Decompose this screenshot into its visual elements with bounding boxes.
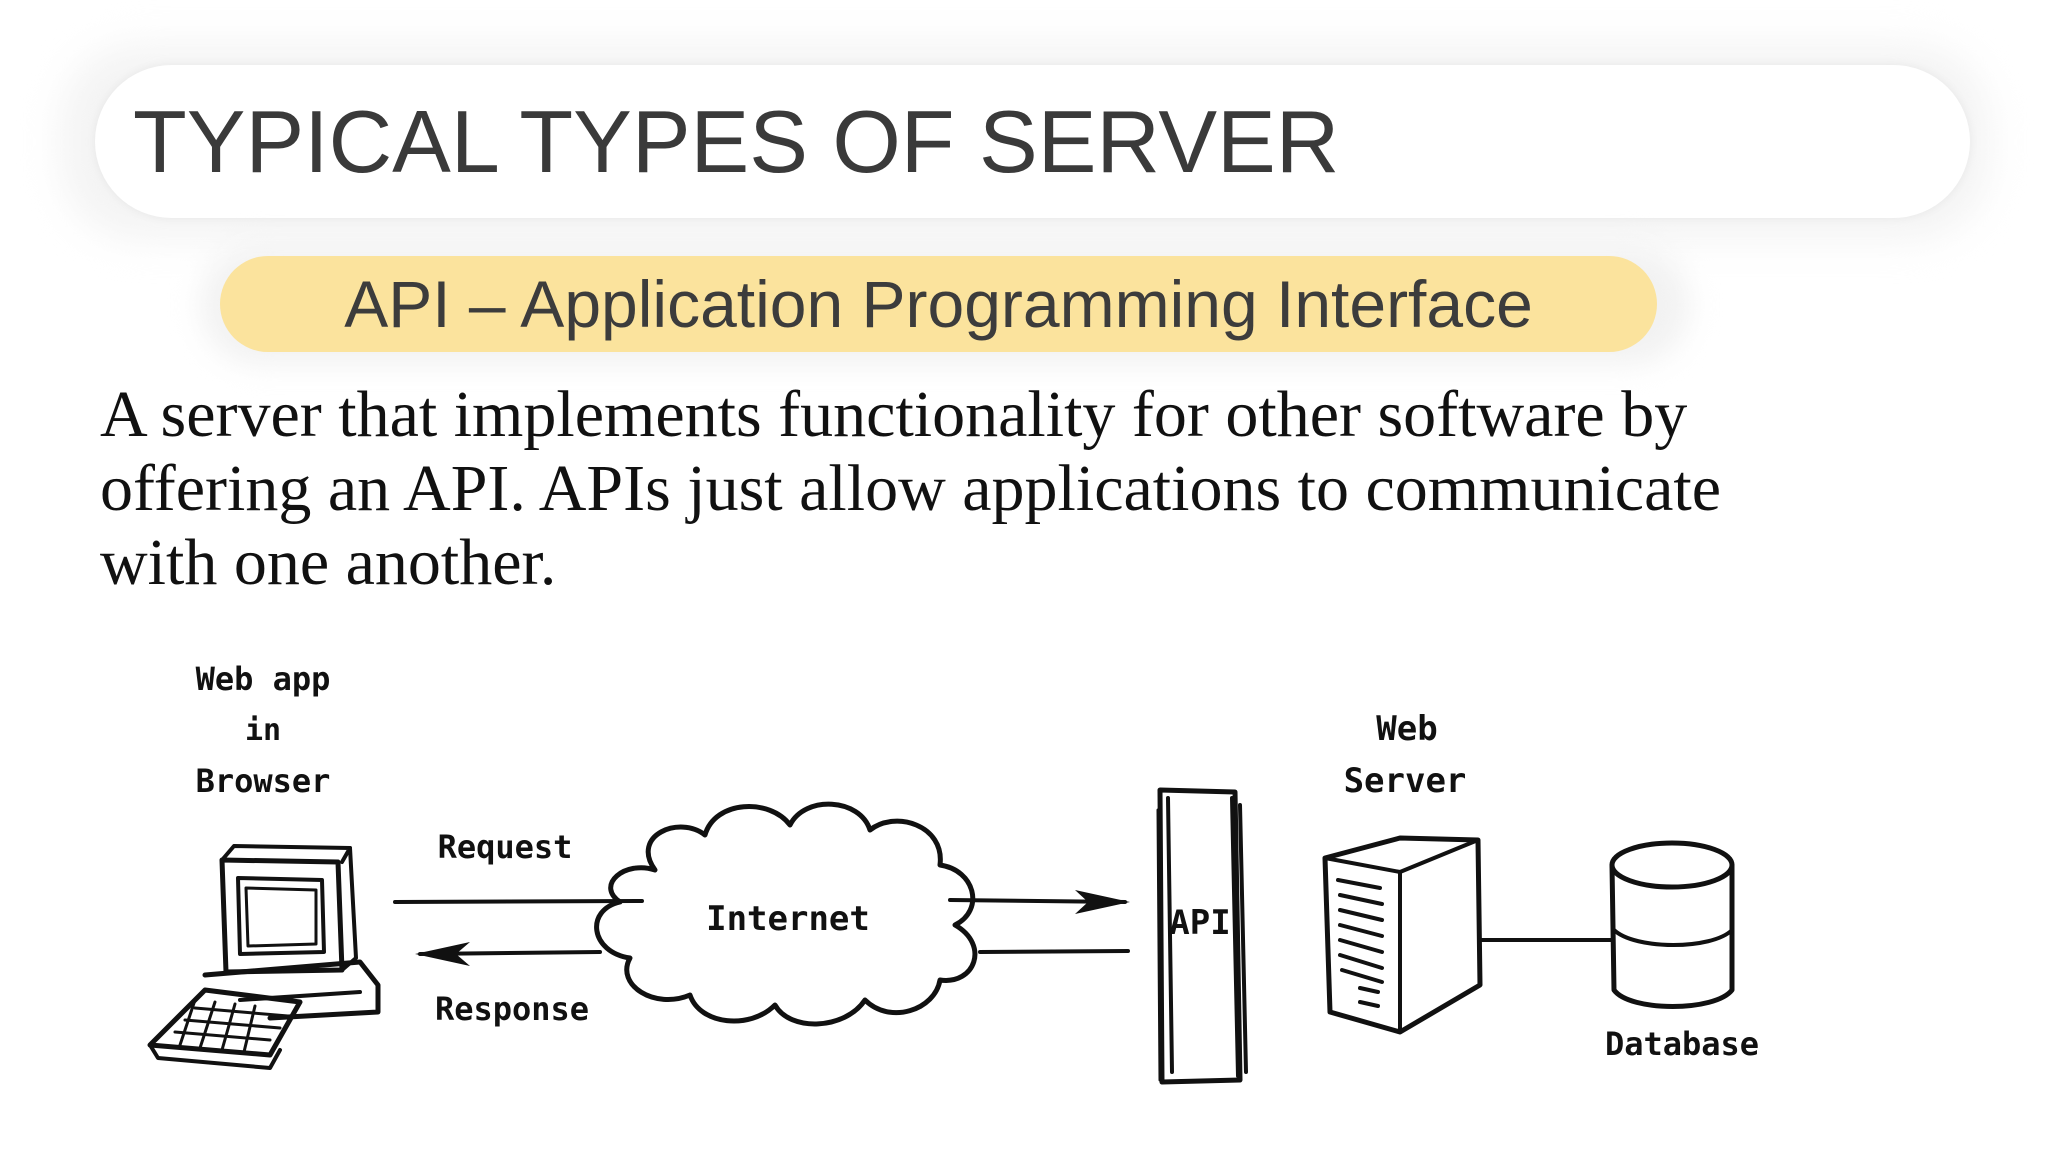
api-label: API — [1169, 903, 1230, 943]
response-label: Response — [435, 990, 589, 1028]
request-arrowhead — [1075, 890, 1130, 914]
title-banner — [95, 65, 1970, 218]
slide-title: TYPICAL TYPES OF SERVER — [133, 92, 1340, 191]
body-line: with one another. — [100, 526, 557, 599]
client-label-line: Web app — [196, 660, 331, 698]
client-label-line: Browser — [196, 762, 331, 800]
server-label-line: Server — [1344, 761, 1467, 801]
server-tower-icon — [1322, 835, 1483, 1035]
response-line-right — [978, 949, 1130, 954]
server-label-line: Web — [1376, 709, 1437, 749]
slide-subtitle: API – Application Programming Interface — [344, 267, 1533, 341]
cloud-icon — [594, 801, 978, 1027]
body-line: offering an API. APIs just allow applica… — [100, 452, 1722, 525]
api-pillar-icon — [1156, 787, 1248, 1085]
request-line-left — [393, 899, 644, 904]
subtitle-banner — [220, 256, 1657, 352]
request-label: Request — [438, 828, 573, 866]
database-label: Database — [1605, 1025, 1759, 1063]
body-line: A server that implements functionality f… — [100, 378, 1688, 451]
response-arrowhead — [415, 942, 470, 966]
computer-icon — [147, 844, 381, 1070]
client-label-line: in — [245, 713, 281, 748]
diagram-canvas: Web app in Browser Request Response — [147, 660, 1759, 1085]
internet-label: Internet — [706, 899, 870, 939]
api-diagram: Web app in Browser Request Response — [0, 640, 2048, 1140]
database-icon — [1609, 840, 1735, 1009]
body-paragraph: A server that implements functionality f… — [100, 378, 1980, 600]
